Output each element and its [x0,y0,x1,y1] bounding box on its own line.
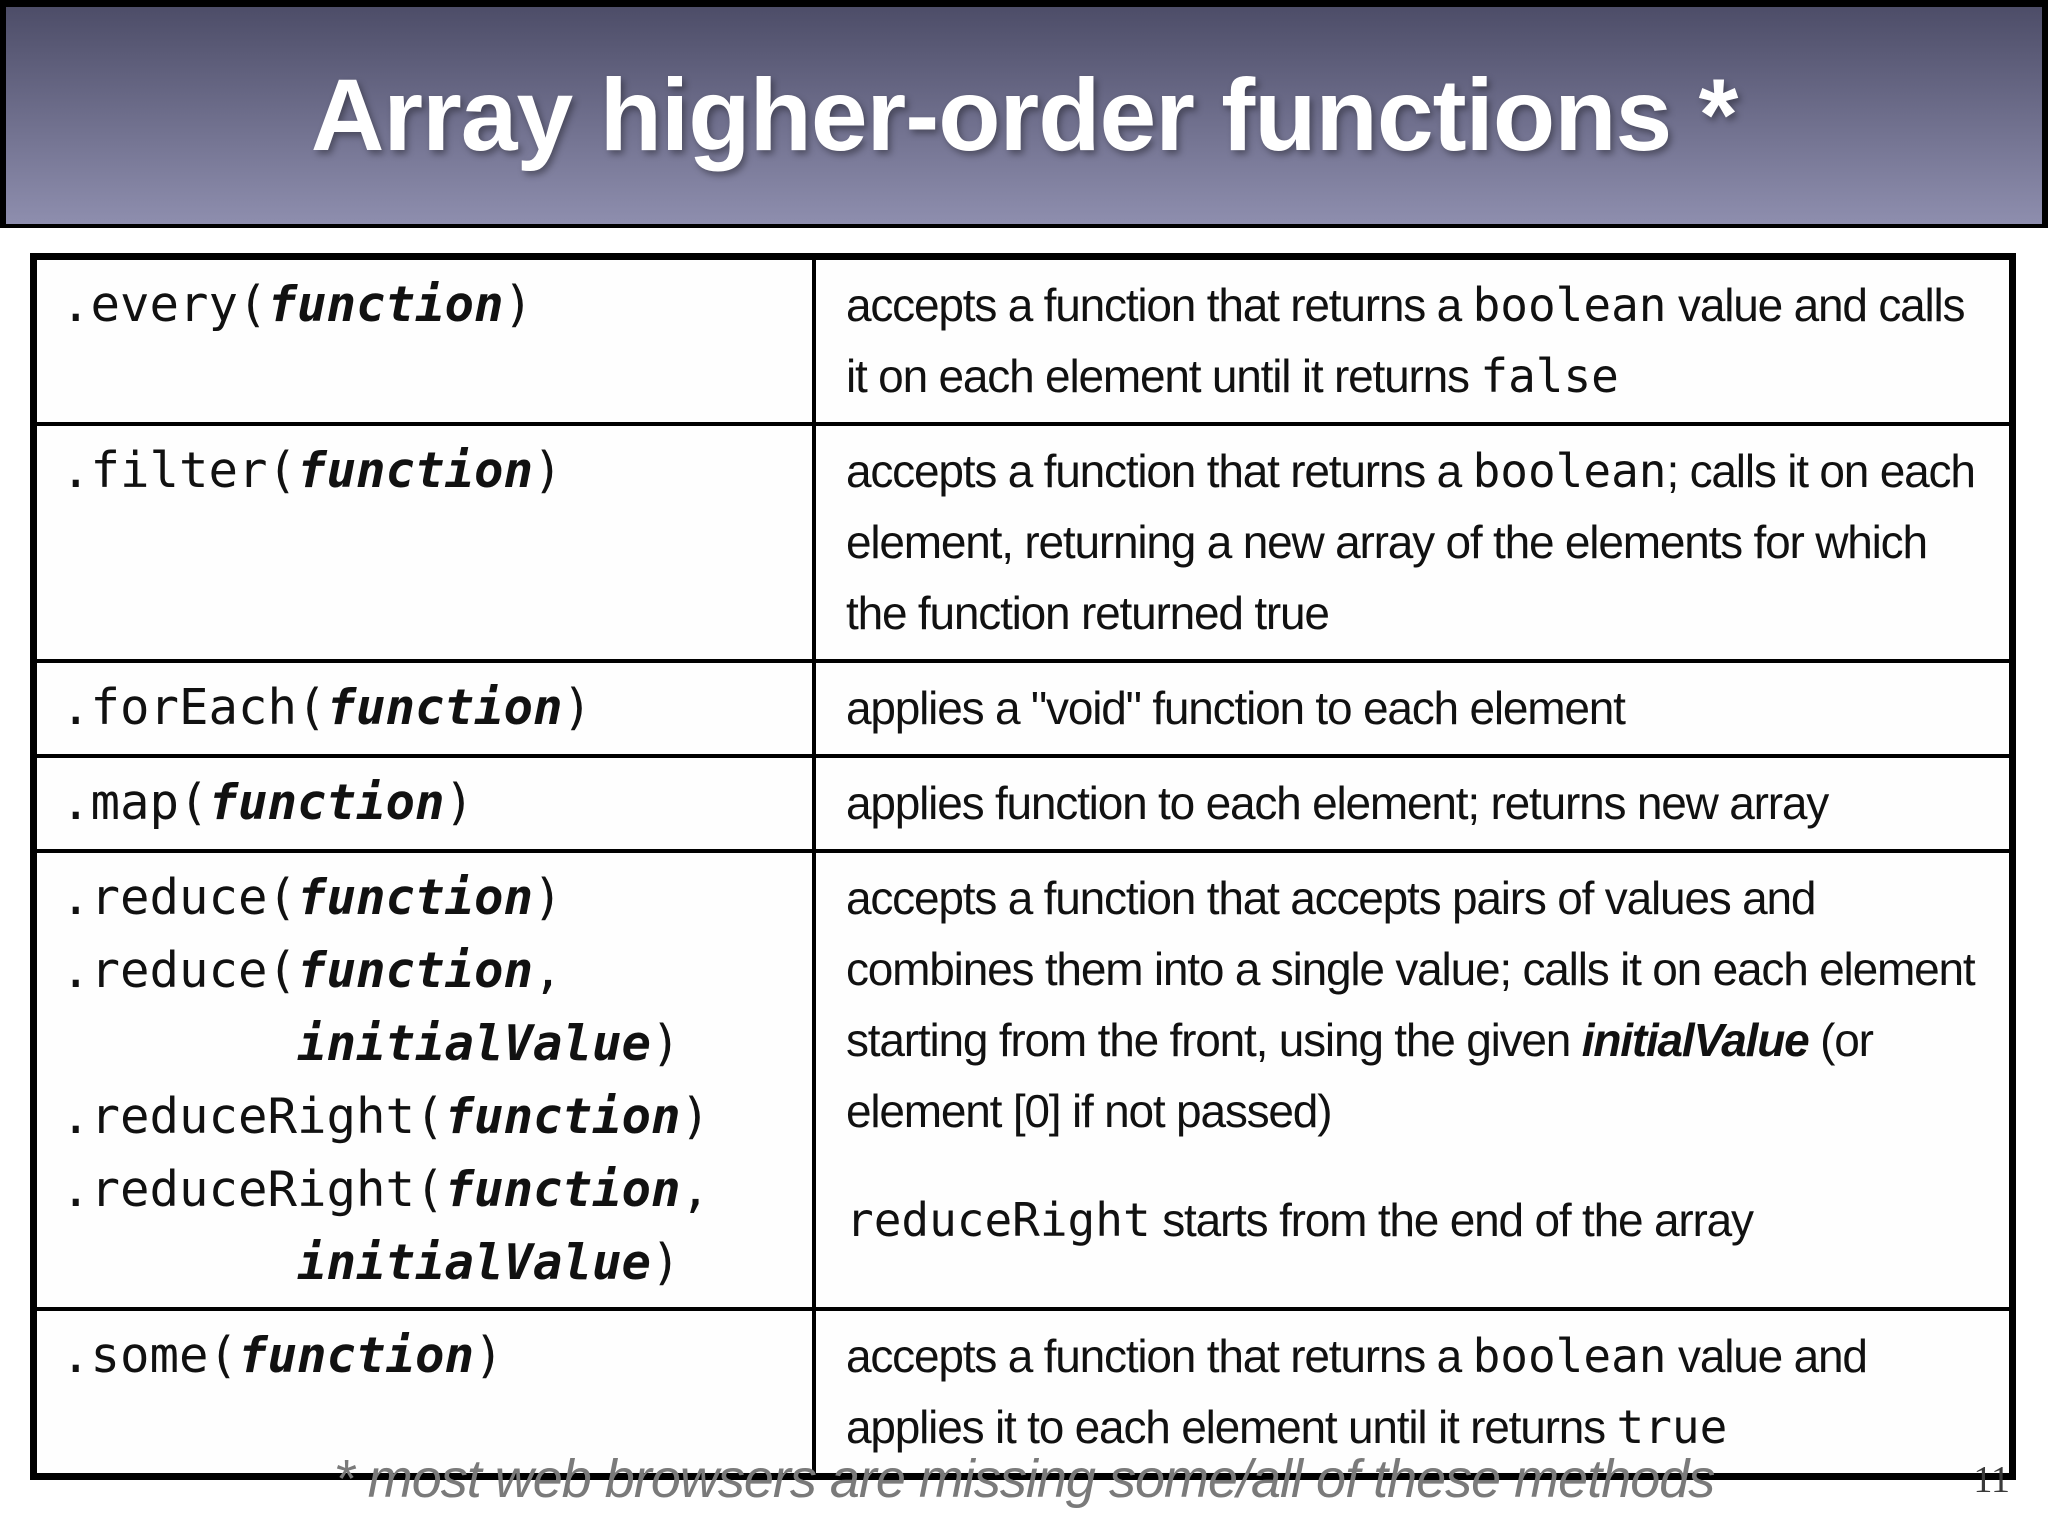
signature-text: , [680,1161,711,1218]
slide-title: Array higher-order functions * [310,58,1739,172]
inline-code: boolean [1472,444,1667,498]
methods-table-body: .every(function)accepts a function that … [31,254,2015,1479]
method-signature-cell: .reduce(function) .reduce(function, init… [31,849,816,1311]
signature-text: .every( [61,276,268,333]
description-text: (or element [0] if not passed) [846,1014,1874,1137]
signature-text: ) .reduce( [61,869,563,999]
description-text: accepts a function that accepts pairs of… [846,872,1976,1066]
inline-code: boolean [1472,1329,1667,1383]
method-signature-cell: .forEach(function) [31,659,816,758]
signature-text: ) [651,1234,681,1291]
method-description-cell: accepts a function that returns a boolea… [812,1307,2015,1479]
description-paragraph: applies a "void" function to each elemen… [846,673,1993,744]
description-text: applies a "void" function to each elemen… [846,682,1626,734]
description-text: ; calls it on each element, returning a … [846,445,1976,639]
inline-code: false [1480,349,1619,403]
signature-text: ) [474,1327,504,1384]
description-text: starts from the end of the array [1150,1194,1754,1246]
description-paragraph: accepts a function that accepts pairs of… [846,863,1993,1147]
signature-text: .some( [61,1327,239,1384]
signature-text: .forEach( [61,679,327,736]
signature-text: ) [503,276,534,333]
title-band-gradient: Array higher-order functions * [6,7,2042,224]
description-text: value and applies it to each element unt… [846,1330,1868,1453]
description-text: accepts a function that returns a [846,445,1473,497]
signature-text: .filter( [61,442,298,499]
signature-param: function [444,1088,681,1145]
signature-param: function [297,442,534,499]
signature-param: function [208,774,445,831]
description-text: value and calls it on each element until… [846,279,1966,402]
method-description-cell: accepts a function that accepts pairs of… [812,849,2015,1311]
inline-code: boolean [1472,278,1667,332]
description-paragraph: accepts a function that returns a boolea… [846,436,1993,649]
description-paragraph: accepts a function that returns a boolea… [846,270,1993,412]
method-signature-cell: .every(function) [31,254,816,426]
table-row: .filter(function)accepts a function that… [31,422,2015,663]
methods-table: .every(function)accepts a function that … [30,253,2016,1480]
description-paragraph: applies function to each element; return… [846,768,1993,839]
method-description-cell: accepts a function that returns a boolea… [812,422,2015,663]
signature-text: ) .reduceRight( [61,1088,711,1218]
inline-code: reduceRight [846,1193,1151,1247]
description-paragraph: reduceRight starts from the end of the a… [846,1185,1993,1256]
method-signature-cell: .filter(function) [31,422,816,663]
signature-param: function [267,276,504,333]
signature-text: .reduce( [61,869,298,926]
description-text: accepts a function that returns a [846,279,1473,331]
signature-text: , [533,942,563,999]
method-description-cell: applies function to each element; return… [812,754,2015,853]
signature-param: function [238,1327,475,1384]
title-band: Array higher-order functions * [0,0,2048,228]
signature-param: function [297,869,534,926]
table-row: .map(function) applies function to each e… [31,754,2015,853]
footnote: * most web browsers are missing some/all… [333,1449,1716,1509]
signature-param: initialValue [297,1234,652,1291]
description-text: accepts a function that returns a [846,1330,1473,1382]
method-description-cell: accepts a function that returns a boolea… [812,254,2015,426]
description-text: applies function to each element; return… [846,777,1829,829]
description-paragraph: accepts a function that returns a boolea… [846,1321,1993,1463]
signature-param: function [297,942,534,999]
inline-code: true [1616,1400,1728,1454]
method-signature-cell: .some(function) [31,1307,816,1479]
signature-text: ) [444,774,475,831]
signature-param: function [444,1161,681,1218]
signature-text: ) [533,442,563,499]
table-row: .reduce(function) .reduce(function, init… [31,849,2015,1311]
signature-text: .map( [61,774,209,831]
method-description-cell: applies a "void" function to each elemen… [812,659,2015,758]
page-number: 11 [1973,1459,2010,1501]
signature-text: ) .reduceRight( [61,1015,681,1145]
method-signature-cell: .map(function) [31,754,816,853]
signature-param: initialValue [297,1015,652,1072]
table-row: .some(function)accepts a function that r… [31,1307,2015,1479]
signature-param: function [326,679,563,736]
signature-text: ) [562,679,593,736]
table-row: .forEach(function) applies a "void" funct… [31,659,2015,758]
description-text: initialValue [1581,1014,1810,1066]
table-row: .every(function)accepts a function that … [31,254,2015,426]
